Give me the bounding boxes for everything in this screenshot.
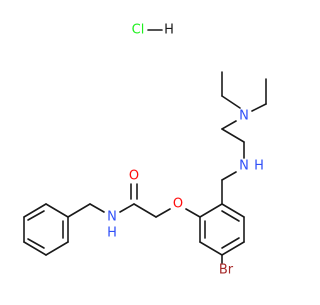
bromophenyl-ring bbox=[199, 203, 245, 256]
molecule-structure-canvas: Cl H N H O O Br N bbox=[23, 23, 267, 278]
ch2-o-bond bbox=[155, 208, 171, 218]
ch2-nh-bond bbox=[221, 171, 237, 181]
n-carbonyl-bond bbox=[119, 203, 135, 213]
tertiary-nitrogen-label: N bbox=[239, 109, 249, 124]
phenyl-ring bbox=[23, 203, 69, 256]
benzyl-ch2-bond bbox=[67, 203, 91, 218]
amine-hydrogen-label: H bbox=[254, 159, 264, 174]
o-aryl-bond bbox=[185, 208, 201, 218]
carbonyl-oxygen-label: O bbox=[129, 169, 139, 184]
ethyl-a-bond-1 bbox=[221, 95, 241, 109]
amine-nitrogen-label: N bbox=[239, 159, 249, 174]
molecule-diagram: Cl H N H O O Br N bbox=[23, 23, 267, 278]
hydrogen-label: H bbox=[164, 23, 174, 38]
amide-hydrogen-label: H bbox=[107, 226, 117, 241]
amide-nitrogen-label: N bbox=[107, 210, 117, 225]
ethylene-bond bbox=[221, 128, 245, 143]
ch2-n-bond bbox=[89, 203, 105, 213]
bromine-label: Br bbox=[219, 263, 234, 278]
chlorine-label: Cl bbox=[132, 23, 145, 38]
ethyl-b-bond-1 bbox=[251, 103, 267, 112]
ch2-ntert-bond bbox=[221, 120, 237, 130]
ether-oxygen-label: O bbox=[173, 197, 183, 212]
carbonyl-ch2-bond bbox=[133, 203, 157, 218]
